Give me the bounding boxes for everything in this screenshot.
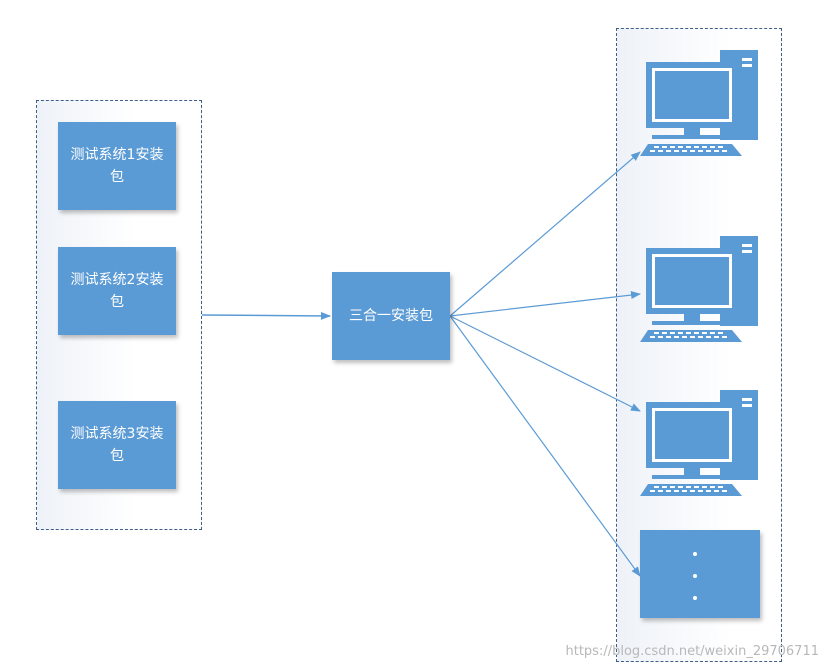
server-dot <box>693 552 697 556</box>
arrow-combined-to-server <box>449 315 641 577</box>
computer-icon <box>640 50 758 156</box>
package-label-2: 测试系统2安装包 <box>70 272 164 310</box>
server-dot <box>693 596 697 600</box>
package-box-3: 测试系统3安装包 <box>58 401 176 489</box>
server-dot <box>693 574 697 578</box>
combined-package-box: 三合一安装包 <box>332 272 450 360</box>
arrow-left-to-combined <box>201 311 331 320</box>
server-icon <box>640 530 760 618</box>
arrow-combined-to-computer-2 <box>449 291 641 317</box>
arrow-combined-to-computer-1 <box>449 151 641 317</box>
arrow-combined-to-computer-3 <box>449 315 641 412</box>
combined-package-label: 三合一安装包 <box>349 308 433 324</box>
computer-icon <box>640 236 758 342</box>
package-label-1: 测试系统1安装包 <box>70 147 164 185</box>
package-label-3: 测试系统3安装包 <box>70 426 164 464</box>
package-box-2: 测试系统2安装包 <box>58 247 176 335</box>
watermark: https://blog.csdn.net/weixin_29706711 <box>565 644 819 659</box>
package-box-1: 测试系统1安装包 <box>58 122 176 210</box>
computer-icon <box>640 390 758 496</box>
